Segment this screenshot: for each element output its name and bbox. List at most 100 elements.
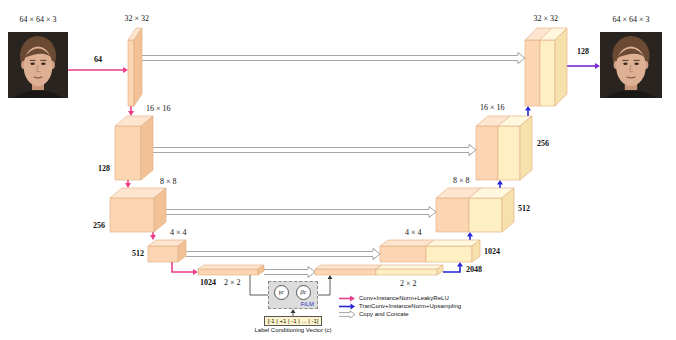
connector-line: [172, 262, 193, 272]
brow: [30, 60, 36, 61]
label-vector: [-1 | +1 | -1 | ... | -1]Label Condition…: [255, 316, 332, 333]
block-face: [178, 240, 186, 262]
block-shape: [380, 240, 480, 262]
photo-background: [600, 32, 662, 98]
block-shape: [476, 116, 532, 180]
connector: [172, 262, 198, 275]
fringe: [24, 49, 53, 59]
connector-line: [166, 209, 429, 215]
arrowhead: [125, 183, 131, 188]
mouth: [34, 76, 42, 78]
eye: [41, 62, 45, 64]
channel-count: 64: [94, 56, 102, 64]
dimension-label: 16 × 16: [146, 105, 171, 113]
connector-line: [142, 55, 518, 61]
shoulders: [13, 90, 63, 98]
block-face: [148, 246, 178, 262]
nose: [37, 65, 40, 72]
connector-line: [127, 180, 129, 183]
block-face: [376, 265, 443, 269]
channel-count: 512: [518, 205, 530, 213]
dimension-label: 8 × 8: [160, 178, 177, 186]
arrowhead: [150, 235, 156, 240]
parameter-label: γc: [279, 289, 284, 296]
dimension-label: 64 × 64 × 3: [20, 16, 57, 24]
connector-line: [153, 148, 469, 152]
legend-item: Copy and Concate: [338, 310, 461, 318]
face-image: 64 × 64 × 3: [8, 32, 68, 98]
connector: [128, 106, 134, 116]
circle-shape: [275, 286, 289, 300]
circle-shape: [297, 286, 311, 300]
arrowhead: [497, 180, 503, 185]
block-face: [540, 40, 555, 106]
legend-text: Conv+InstanceNorm+LeakyReLU: [359, 295, 449, 301]
vector-caption: Label Conditioning Vector (c): [255, 327, 332, 333]
connector-line: [152, 232, 154, 235]
shoulders: [605, 90, 657, 98]
arrowhead: [350, 295, 355, 301]
legend-arrow: [339, 295, 355, 301]
block-face: [134, 28, 142, 106]
arrowhead: [469, 145, 476, 156]
block-face: [436, 198, 469, 232]
feature-block: 8 × 8512: [436, 188, 514, 232]
legend: Conv+InstanceNorm+LeakyReLUTranConv+Inst…: [338, 294, 461, 318]
connector: [166, 207, 436, 218]
film-parameter: γc: [274, 285, 289, 300]
arrowhead: [518, 53, 525, 64]
block-face: [115, 126, 141, 180]
face: [24, 47, 53, 87]
face-picture: [8, 32, 68, 98]
photo-background: [8, 32, 68, 98]
block-face: [555, 28, 567, 106]
block-face: [376, 269, 437, 275]
eye: [30, 62, 34, 64]
connector: [142, 53, 525, 64]
brow: [633, 60, 639, 61]
eye: [634, 62, 638, 64]
connector: [153, 145, 476, 156]
connector-line: [443, 266, 460, 272]
feature-block: 2 × 22048: [315, 265, 443, 275]
block-face: [476, 126, 498, 180]
feature-block: 32 × 32128: [525, 28, 567, 106]
block-face: [128, 40, 134, 106]
arrowhead: [128, 111, 134, 116]
connector-line: [264, 269, 308, 275]
connector-line: [499, 184, 501, 188]
block-face: [437, 265, 443, 275]
block-face: [198, 265, 264, 269]
connector-line: [130, 106, 132, 111]
channel-count: 512: [132, 250, 144, 258]
block-shape: [110, 188, 166, 232]
block-face: [315, 265, 382, 269]
channel-count: 128: [577, 48, 589, 56]
connector-line: [469, 236, 471, 240]
connector-line: [527, 110, 529, 116]
connector-line: [339, 312, 350, 316]
dimension-label: 32 × 32: [125, 15, 150, 23]
dimension-label: 2 × 2: [400, 280, 417, 288]
connector: [264, 267, 315, 278]
mouth: [627, 76, 636, 78]
legend-sample: [338, 311, 356, 318]
feature-block: 16 × 16128: [115, 116, 153, 180]
channel-count: 256: [93, 222, 105, 230]
connector: [318, 275, 332, 295]
channel-count: 128: [98, 165, 110, 173]
block-face: [426, 246, 472, 262]
face-image: 64 × 64 × 3: [600, 32, 662, 98]
legend-item: TranConv+InstanceNorm+Upsampling: [338, 302, 461, 310]
connector-line: [264, 270, 308, 274]
block-face: [498, 126, 520, 180]
legend-arrow: [339, 310, 355, 317]
face-picture: [600, 32, 662, 98]
connector-line: [186, 252, 373, 256]
connector-line: [68, 69, 123, 71]
fringe: [616, 49, 646, 59]
legend-text: Copy and Concate: [359, 311, 409, 317]
dimension-label: 2 × 2: [224, 279, 241, 287]
arrowhead: [373, 249, 380, 260]
